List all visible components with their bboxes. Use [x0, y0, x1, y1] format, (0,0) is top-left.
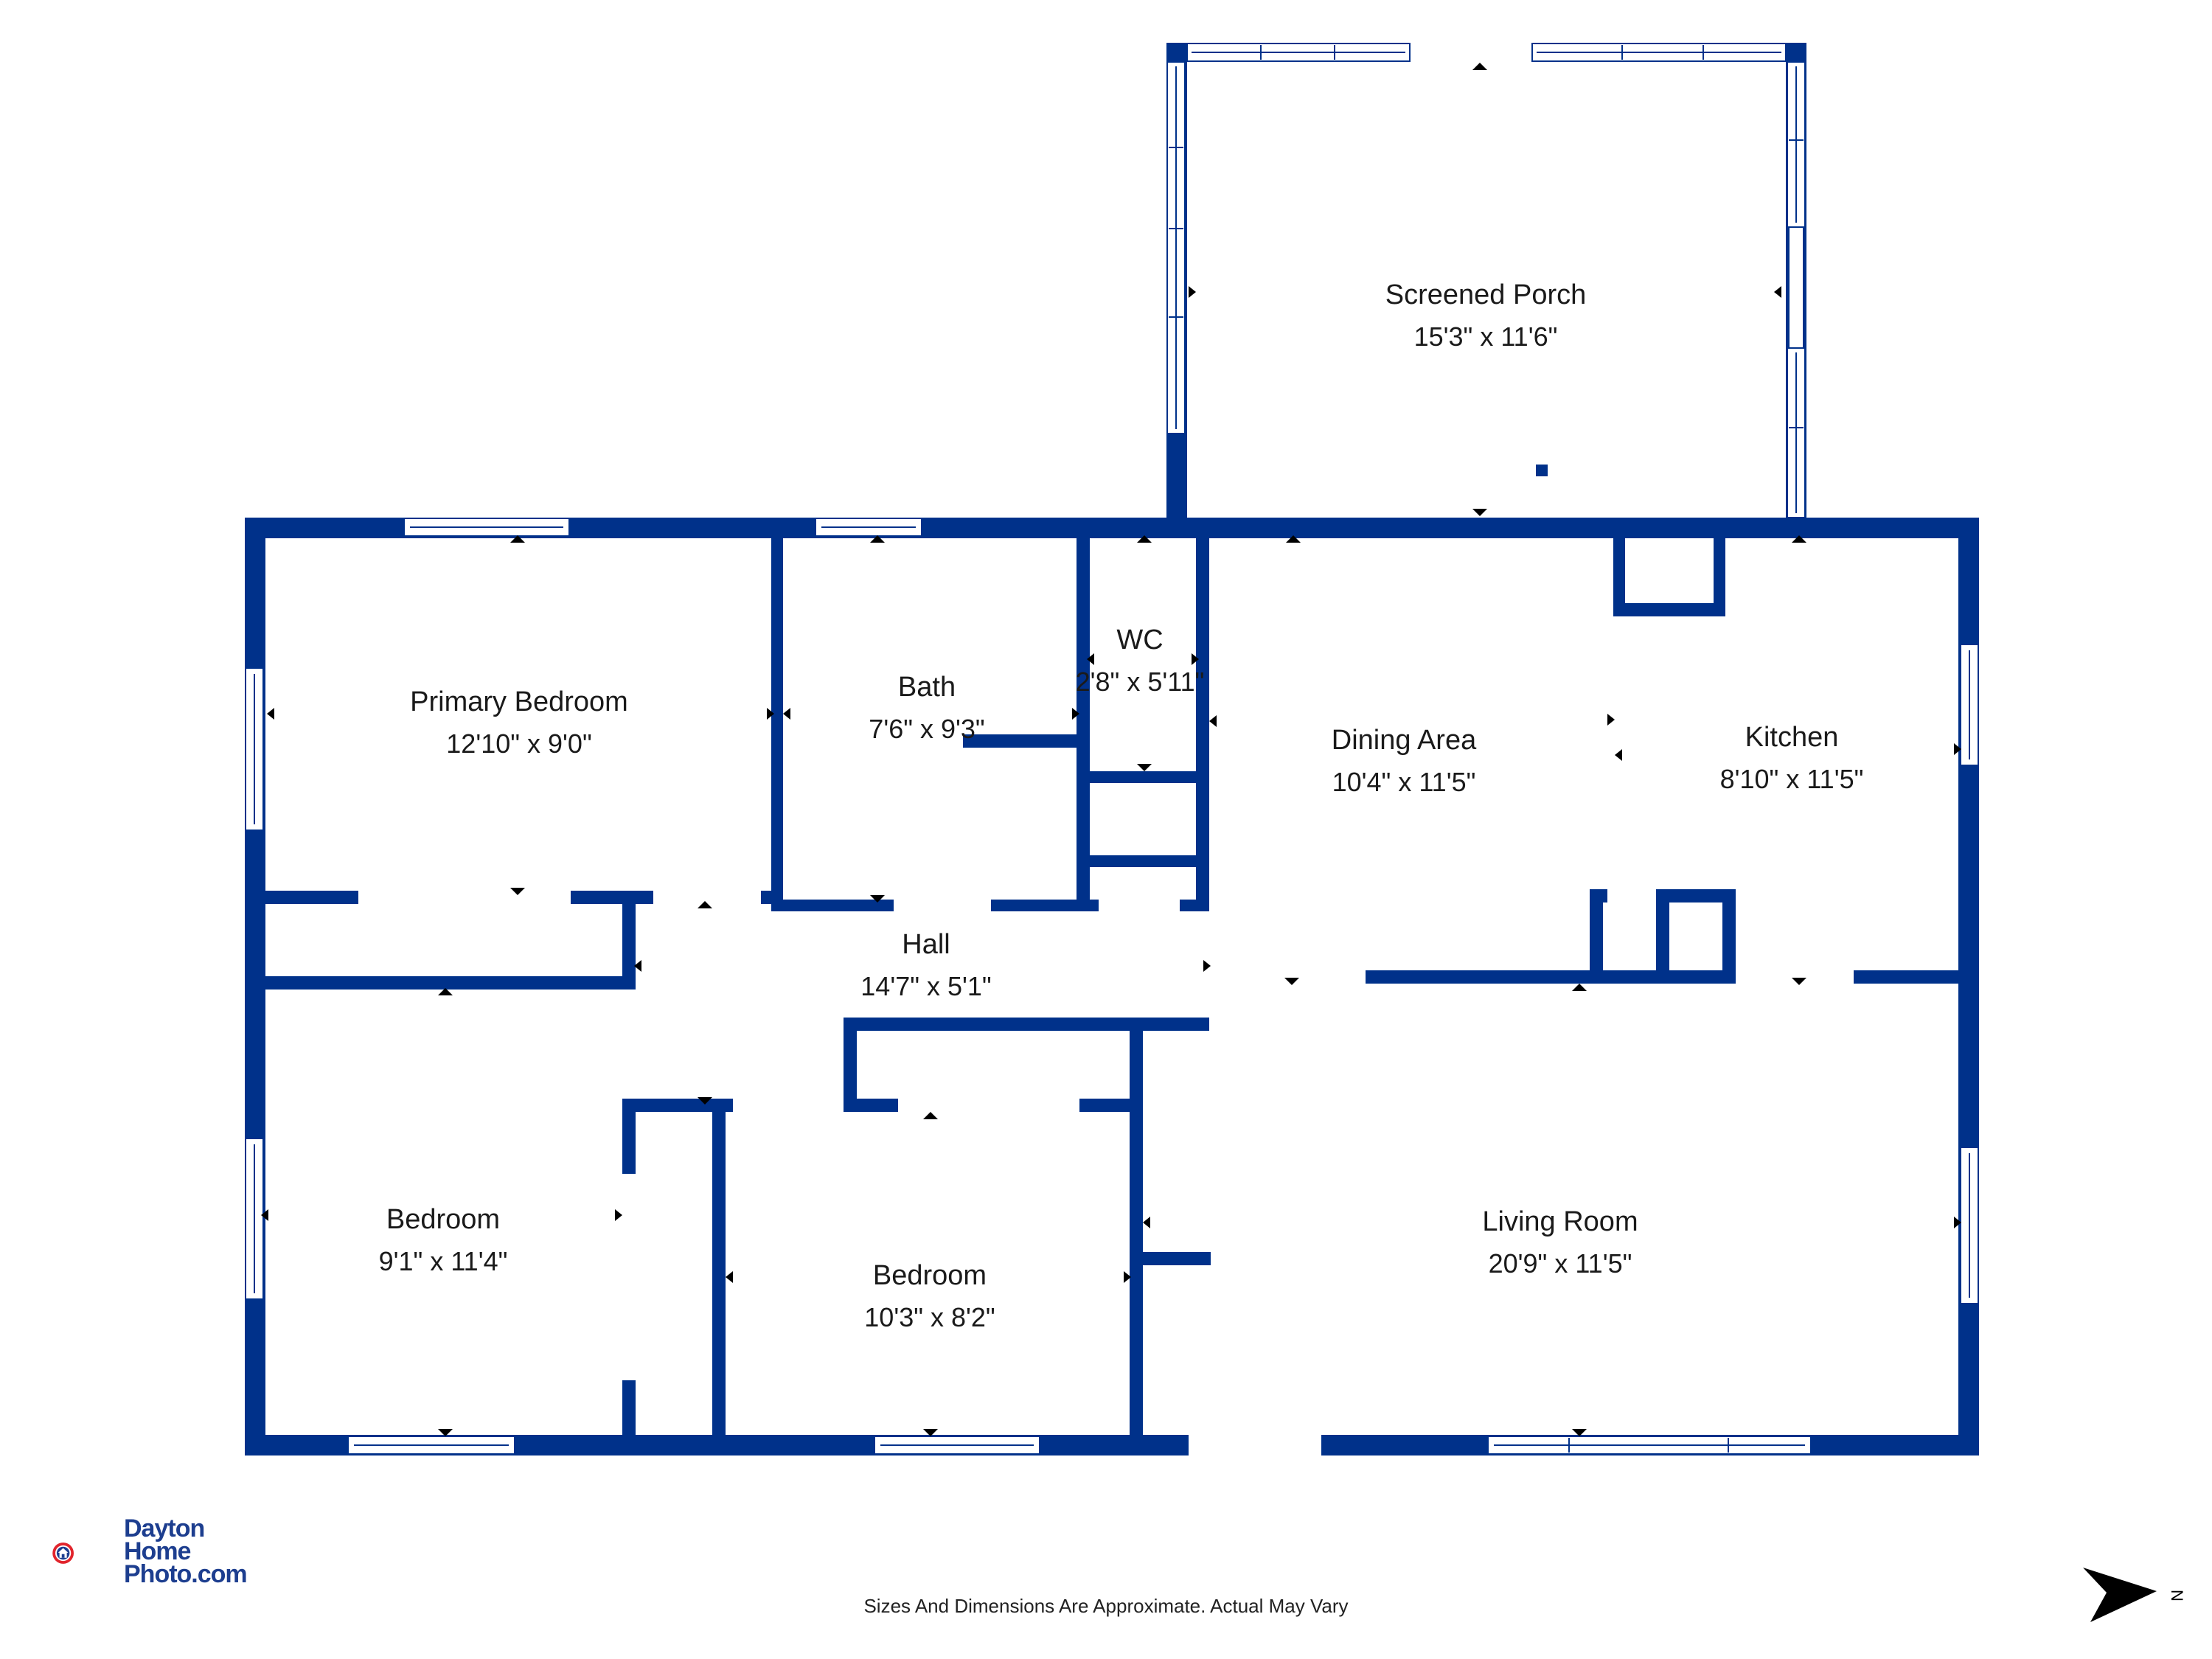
disclaimer-text: Sizes And Dimensions Are Approximate. Ac…: [863, 1595, 1349, 1617]
windows: [245, 43, 1979, 1455]
room-dims-screened-porch: 15'3" x 11'6": [1414, 321, 1558, 352]
room-name-primary-bedroom: Primary Bedroom: [410, 686, 628, 717]
room-name-wc: WC: [1116, 625, 1163, 655]
logo-line-1: Dayton: [124, 1514, 205, 1543]
room-dims-hall: 14'7" x 5'1": [860, 971, 991, 1001]
room-name-hall: Hall: [902, 929, 950, 960]
compass-label: N: [2168, 1590, 2186, 1601]
room-labels: Screened Porch 15'3" x 11'6" Primary Bed…: [379, 279, 1864, 1332]
room-dims-kitchen: 8'10" x 11'5": [1720, 764, 1864, 794]
logo-line-3: Photo.com: [124, 1560, 248, 1588]
room-name-bedroom-2: Bedroom: [873, 1260, 987, 1291]
room-dims-primary-bedroom: 12'10" x 9'0": [446, 728, 591, 759]
room-name-dining-area: Dining Area: [1332, 725, 1477, 756]
room-dims-bath: 7'6" x 9'3": [869, 714, 984, 744]
room-dims-wc: 2'8" x 5'11": [1076, 667, 1205, 697]
house-camera-icon: [52, 1543, 74, 1564]
logo-text: Dayton Home Photo.com: [124, 1514, 248, 1588]
room-name-kitchen: Kitchen: [1745, 722, 1839, 753]
room-name-bath: Bath: [898, 672, 956, 703]
room-name-bedroom-1: Bedroom: [386, 1204, 500, 1235]
north-arrow-icon: N: [2083, 1568, 2186, 1622]
room-dims-bedroom-1: 9'1" x 11'4": [379, 1246, 508, 1276]
dimension-ticks: [261, 63, 1961, 1436]
room-name-living-room: Living Room: [1482, 1206, 1638, 1237]
room-dims-bedroom-2: 10'3" x 8'2": [864, 1302, 995, 1332]
room-name-screened-porch: Screened Porch: [1385, 279, 1587, 310]
room-dims-living-room: 20'9" x 11'5": [1489, 1248, 1632, 1279]
logo-line-2: Home: [124, 1537, 191, 1565]
room-dims-dining-area: 10'4" x 11'5": [1332, 767, 1476, 797]
